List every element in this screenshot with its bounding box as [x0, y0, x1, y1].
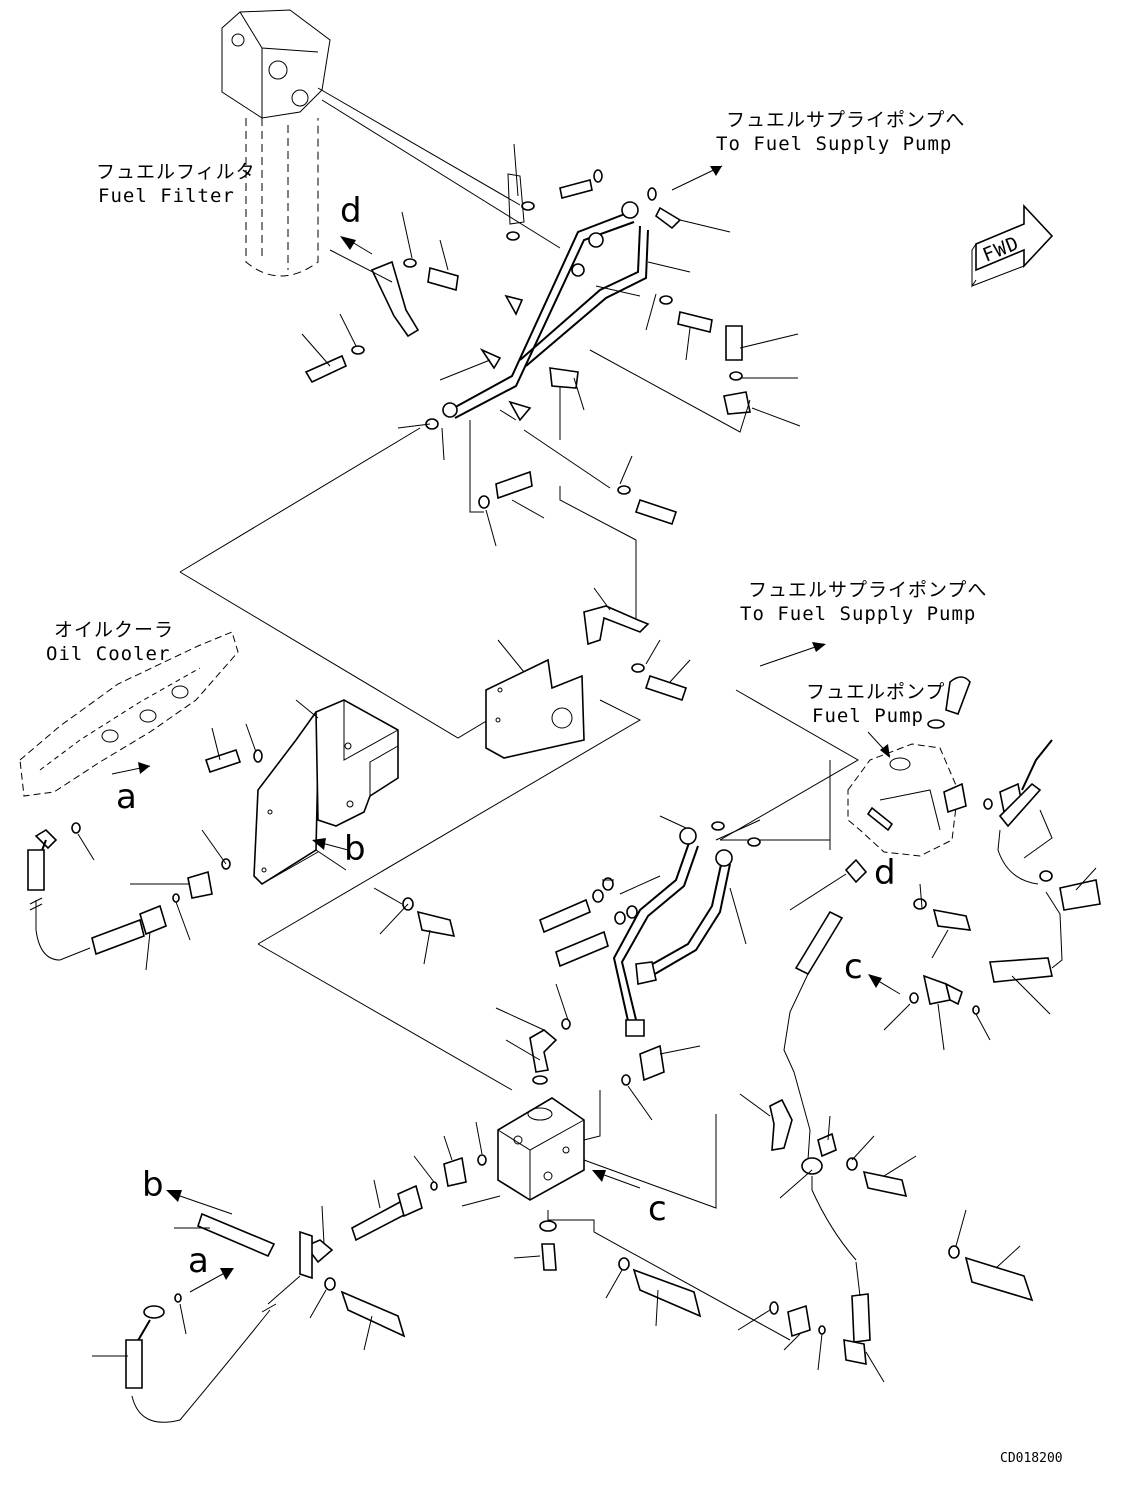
left-hose: [27, 822, 167, 971]
marker-b-bracket: b: [344, 829, 366, 869]
left-fasteners: [130, 723, 263, 941]
supply-pump-mid-label-jp: フュエルサプライポンプへ: [748, 579, 987, 601]
marker-a-oil-cooler: a: [116, 777, 137, 817]
fuel-pump-label-en: Fuel Pump: [812, 705, 924, 727]
marker-d-pump: d: [874, 853, 896, 893]
top-fuel-pipe: [442, 201, 649, 419]
supply-pump-top-label-jp: フュエルサプライポンプへ: [726, 109, 965, 131]
banjo-bolts: [539, 875, 661, 968]
bottom-left-hose: [92, 1179, 423, 1423]
cooler-bracket: [253, 699, 399, 886]
supply-pump-mid-label-en: To Fuel Supply Pump: [740, 603, 976, 625]
fuel-filter-label-jp: フュエルフィルタ: [96, 161, 256, 183]
supply-pump-top-label-en: To Fuel Supply Pump: [716, 133, 952, 155]
right-fasteners: [783, 858, 972, 1161]
oil-cooler-label-jp: オイルクーラ: [54, 619, 174, 641]
fwd-arrow: [971, 203, 1054, 288]
top-leaders: [301, 143, 801, 620]
fwd-label: FWD: [980, 232, 1023, 266]
top-bracket: [370, 260, 420, 338]
fuel-pump-label-jp: フュエルポンプ: [806, 681, 945, 703]
top-fasteners: [304, 169, 751, 526]
right-hose: [983, 739, 1101, 1015]
valve-block: [497, 1097, 585, 1201]
bottom-right-hose: [739, 1093, 1034, 1383]
mid-left-fasteners: [373, 887, 456, 965]
middle-bracket: [485, 639, 585, 759]
drawing-code: CD018200: [1000, 1451, 1063, 1466]
fuel-filter: [221, 9, 331, 277]
assembly-outline: [179, 427, 860, 1091]
marker-d-top: d: [340, 191, 362, 231]
marker-a-bottom: a: [188, 1241, 209, 1281]
fuel-filter-label-en: Fuel Filter: [98, 185, 235, 207]
middle-pipes: [612, 815, 761, 1037]
fuel-pump: [847, 676, 971, 857]
oil-cooler-label-en: Oil Cooler: [46, 643, 170, 665]
valve-fittings: [413, 983, 791, 1341]
marker-c-block: c: [648, 1189, 667, 1229]
marker-c-pump: c: [844, 947, 863, 987]
oil-cooler: [19, 631, 239, 797]
block-bolts: [605, 1257, 826, 1371]
marker-b-bottom: b: [142, 1165, 164, 1205]
small-bracket: [583, 587, 691, 702]
